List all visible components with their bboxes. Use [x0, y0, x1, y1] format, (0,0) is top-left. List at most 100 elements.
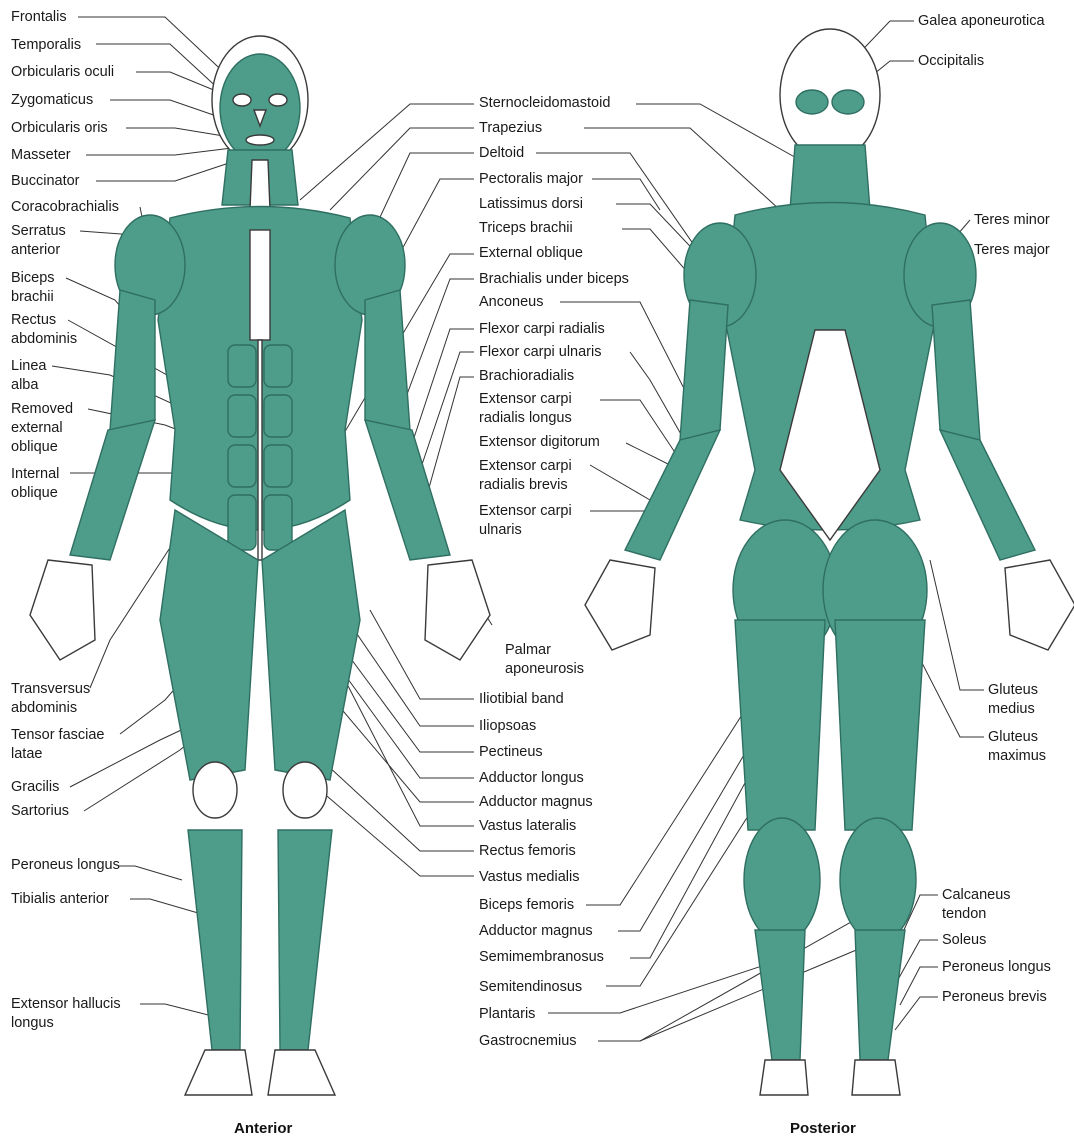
label-plantaris: Plantaris [479, 1005, 535, 1024]
anterior-sternum [250, 230, 270, 340]
anterior-right-thigh [262, 510, 360, 780]
caption-posterior: Posterior [790, 1120, 856, 1137]
anterior-right-forearm [365, 420, 450, 560]
label-pectoralis-major: Pectoralis major [479, 170, 583, 189]
label-brachialis: Brachialis under biceps [479, 270, 629, 289]
anterior-right-hand [425, 560, 490, 660]
anterior-left-thigh [160, 510, 258, 780]
label-gluteus-maximus: Gluteus maximus [988, 728, 1046, 766]
label-semimembranosus: Semimembranosus [479, 948, 604, 967]
posterior-occipitalis-left [796, 90, 828, 114]
posterior-left-heel [760, 1060, 808, 1095]
label-adductor-magnus-anterior: Adductor magnus [479, 793, 593, 812]
label-orbicularis-oculi: Orbicularis oculi [11, 63, 114, 82]
label-biceps-femoris: Biceps femoris [479, 896, 574, 915]
posterior-right-calf [840, 818, 916, 942]
label-galea-aponeurotica: Galea aponeurotica [918, 12, 1045, 31]
label-serratus-anterior: Serratus anterior [11, 222, 66, 260]
label-teres-major: Teres major [974, 241, 1050, 260]
label-occipitalis: Occipitalis [918, 52, 984, 71]
anterior-left-shin [188, 830, 242, 1050]
anterior-left-knee [193, 762, 237, 818]
posterior-left-lower-leg [755, 930, 805, 1060]
label-triceps-brachii: Triceps brachii [479, 219, 573, 238]
anterior-right-knee [283, 762, 327, 818]
anterior-left-hand [30, 560, 95, 660]
label-adductor-longus: Adductor longus [479, 769, 584, 788]
posterior-head [780, 29, 880, 161]
label-buccinator: Buccinator [11, 172, 80, 191]
rectus-abdominis-segment [228, 395, 256, 437]
anterior-mouth [246, 135, 274, 145]
label-tibialis-anterior: Tibialis anterior [11, 890, 109, 909]
label-extensor-hallucis-longus: Extensor hallucis longus [11, 995, 121, 1033]
rectus-abdominis-segment [264, 395, 292, 437]
label-iliopsoas: Iliopsoas [479, 717, 536, 736]
anterior-right-eye [269, 94, 287, 106]
posterior-right-thigh [835, 620, 925, 830]
label-vastus-medialis: Vastus medialis [479, 868, 579, 887]
label-peroneus-longus-posterior: Peroneus longus [942, 958, 1051, 977]
label-iliotibial-band: Iliotibial band [479, 690, 564, 709]
posterior-left-hand [585, 560, 655, 650]
label-external-oblique: External oblique [479, 244, 583, 263]
label-linea-alba: Linea alba [11, 357, 46, 395]
anterior-right-shin [278, 830, 332, 1050]
label-pectineus: Pectineus [479, 743, 543, 762]
posterior-right-hand [1005, 560, 1074, 650]
posterior-right-heel [852, 1060, 900, 1095]
anterior-left-forearm [70, 420, 155, 560]
label-internal-oblique: Internal oblique [11, 465, 59, 503]
label-sartorius: Sartorius [11, 802, 69, 821]
leader-line [96, 44, 222, 92]
rectus-abdominis-segment [264, 445, 292, 487]
label-zygomaticus: Zygomaticus [11, 91, 93, 110]
anterior-figure [30, 36, 490, 1095]
label-peroneus-longus-anterior: Peroneus longus [11, 856, 120, 875]
label-temporalis: Temporalis [11, 36, 81, 55]
label-deltoid: Deltoid [479, 144, 524, 163]
label-semitendinosus: Semitendinosus [479, 978, 582, 997]
label-gluteus-medius: Gluteus medius [988, 681, 1038, 719]
posterior-right-forearm [940, 430, 1035, 560]
label-extensor-carpi-radialis-brevis: Extensor carpi radialis brevis [479, 457, 572, 495]
anterior-neck-center [250, 160, 270, 210]
leader-line [600, 400, 680, 460]
label-sternocleidomastoid: Sternocleidomastoid [479, 94, 610, 113]
label-calcaneus-tendon: Calcaneus tendon [942, 886, 1011, 924]
caption-anterior: Anterior [234, 1120, 292, 1137]
anterior-left-foot [185, 1050, 252, 1095]
posterior-left-thigh [735, 620, 825, 830]
leader-line [584, 128, 780, 210]
leader-line [930, 560, 984, 690]
label-masseter: Masseter [11, 146, 71, 165]
leader-line [598, 900, 890, 1041]
rectus-abdominis-segment [228, 445, 256, 487]
label-flexor-carpi-ulnaris: Flexor carpi ulnaris [479, 343, 602, 362]
label-removed-external-oblique: Removed external oblique [11, 400, 73, 457]
leader-line [130, 899, 205, 915]
label-orbicularis-oris: Orbicularis oris [11, 119, 108, 138]
label-extensor-carpi-radialis-longus: Extensor carpi radialis longus [479, 390, 572, 428]
posterior-right-lower-leg [855, 930, 905, 1060]
label-rectus-femoris: Rectus femoris [479, 842, 576, 861]
label-transversus-abdominis: Transversus abdominis [11, 680, 90, 718]
label-tensor-fasciae-latae: Tensor fasciae latae [11, 726, 105, 764]
anterior-right-foot [268, 1050, 335, 1095]
label-palmar-aponeurosis: Palmar aponeurosis [505, 641, 584, 679]
label-soleus: Soleus [942, 931, 986, 950]
anterior-linea-alba [258, 340, 262, 560]
leader-line [110, 100, 228, 120]
label-extensor-carpi-ulnaris: Extensor carpi ulnaris [479, 502, 572, 540]
label-trapezius: Trapezius [479, 119, 542, 138]
anterior-left-upper-arm [110, 290, 155, 430]
label-peroneus-brevis: Peroneus brevis [942, 988, 1047, 1007]
leader-line [118, 866, 182, 880]
label-gastrocnemius: Gastrocnemius [479, 1032, 577, 1051]
anterior-left-eye [233, 94, 251, 106]
rectus-abdominis-segment [228, 345, 256, 387]
label-flexor-carpi-radialis: Flexor carpi radialis [479, 320, 605, 339]
label-vastus-lateralis: Vastus lateralis [479, 817, 576, 836]
label-extensor-digitorum: Extensor digitorum [479, 433, 600, 452]
posterior-neck [790, 145, 870, 210]
